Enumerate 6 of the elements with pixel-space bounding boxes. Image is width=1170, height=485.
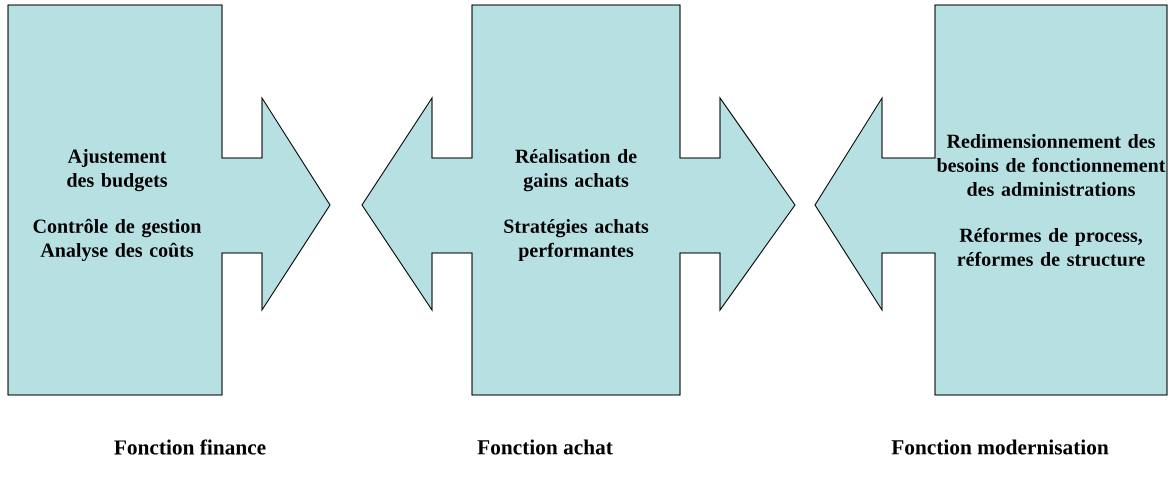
arrow-box: Redimensionnement des besoins de fonctionnement des administrations Réformes de process, réformes de structure [814,4,1168,396]
function-heading: Fonction achat [477,439,613,455]
function-heading: Fonction finance [114,439,266,455]
function-heading: Fonction modernisation [891,439,1109,455]
arrow-box: Réalisation de gains achats Stratégies achats performantes [361,4,796,396]
arrow-box: Ajustement des budgets Contrôle de gestion Analyse des coûts [7,4,331,396]
